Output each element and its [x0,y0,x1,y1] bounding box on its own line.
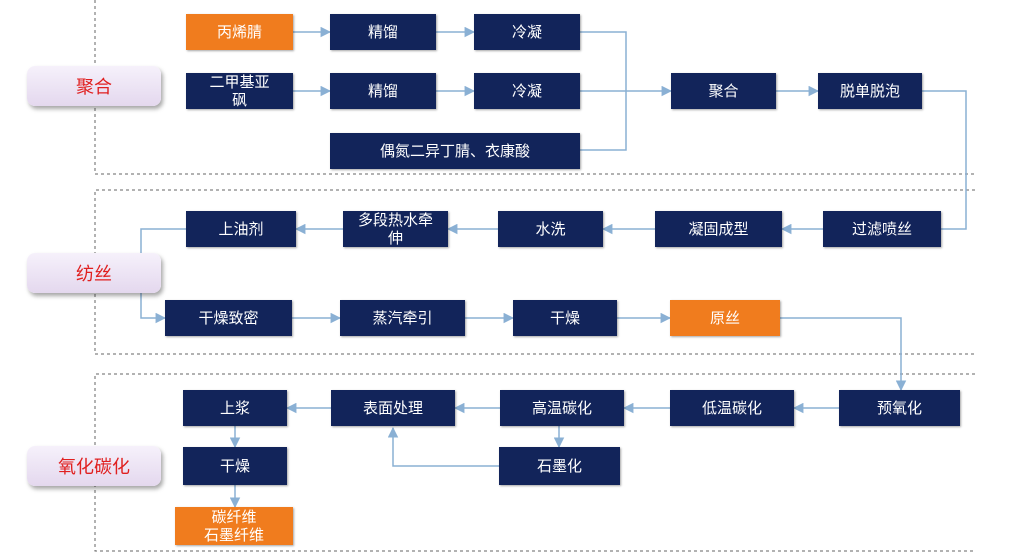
node-condense-1: 冷凝 [474,14,580,50]
stage-label-polymerization: 聚合 [27,66,161,106]
node-acrylonitrile: 丙烯腈 [186,14,293,50]
node-high-temp-carbonization: 高温碳化 [500,390,624,426]
node-product-carbon-graphite-fiber: 碳纤维 石墨纤维 [175,507,293,545]
arrow-graphitization-surface [387,426,499,467]
arrow-precursor-preoxidation [780,317,907,392]
node-rectify-1: 精馏 [330,14,436,50]
node-coagulation: 凝固成型 [655,211,782,247]
node-multistage-stretch: 多段热水牵伸 [343,211,448,247]
stage-label-oxidation-carbonization: 氧化碳化 [27,446,161,486]
node-graphitization: 石墨化 [499,447,620,485]
node-steam-stretch: 蒸汽牵引 [340,300,465,336]
node-surface-treatment: 表面处理 [331,390,455,426]
node-initiator: 偶氮二异丁腈、衣康酸 [330,133,580,169]
node-dry-oxidation: 干燥 [183,447,287,485]
node-condense-2: 冷凝 [474,73,580,109]
node-preoxidation: 预氧化 [839,390,960,426]
arrow-demonomer-filter [922,90,967,235]
node-dmso: 二甲基亚砜 [186,73,293,109]
node-low-temp-carbonization: 低温碳化 [670,390,794,426]
node-sizing: 上浆 [183,390,287,426]
node-filter-spin: 过滤喷丝 [823,211,941,247]
node-precursor: 原丝 [670,300,780,336]
node-polymerize: 聚合 [671,73,776,109]
node-rectify-2: 精馏 [330,73,436,109]
node-demonomer-defoam: 脱单脱泡 [818,73,922,109]
node-oiling: 上油剂 [186,211,296,247]
node-dry: 干燥 [513,300,617,336]
stage-label-spinning: 纺丝 [27,253,161,293]
node-dry-densify: 干燥致密 [165,300,292,336]
node-water-wash: 水洗 [498,211,603,247]
